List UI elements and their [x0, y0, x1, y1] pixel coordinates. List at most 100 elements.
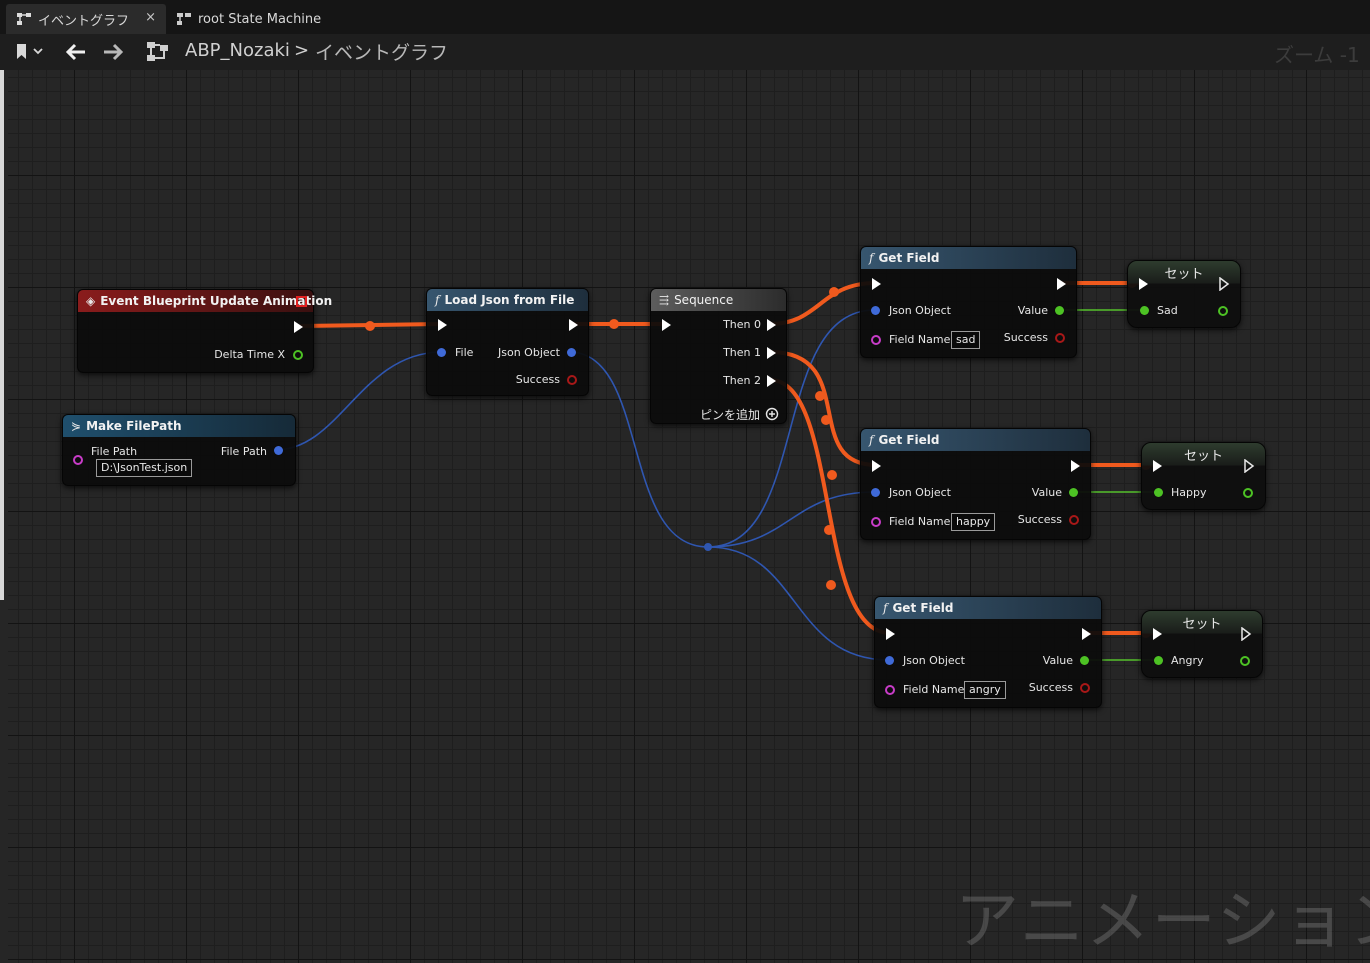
file-label: File: [455, 346, 474, 359]
exec-in-pin[interactable]: [886, 628, 895, 640]
then0-label: Then 0: [723, 318, 761, 331]
happy-label: Happy: [1171, 486, 1207, 499]
add-pin-label[interactable]: ピンを追加: [699, 408, 760, 422]
node-header: f Get Field: [875, 597, 1101, 619]
value-label: Value: [1017, 304, 1048, 317]
value-out-pin[interactable]: [1080, 656, 1089, 665]
tab-label: イベントグラフ: [38, 13, 130, 29]
node-load-json-from-file[interactable]: f Load Json from File File Json Object S…: [426, 288, 589, 396]
sad-out-pin[interactable]: [1218, 306, 1228, 316]
node-make-filepath[interactable]: ⋟ Make FilePath File Path D:\JsonTest.js…: [62, 414, 296, 486]
success-out-pin[interactable]: [1080, 683, 1090, 693]
success-label: Success: [1003, 331, 1048, 344]
file-path-in-pin[interactable]: [73, 455, 83, 465]
sad-label: Sad: [1157, 304, 1178, 317]
exec-out-pin[interactable]: [1241, 627, 1252, 641]
bookmark-icon[interactable]: [14, 43, 44, 61]
exec-out-pin[interactable]: [1244, 459, 1255, 473]
then2-pin[interactable]: [767, 375, 776, 387]
node-header: セット: [1182, 616, 1222, 632]
then1-pin[interactable]: [767, 347, 776, 359]
value-out-pin[interactable]: [1069, 488, 1078, 497]
json-object-label: Json Object: [889, 304, 951, 317]
field-name-label: Field Name: [903, 683, 965, 696]
exec-out-pin[interactable]: [1057, 278, 1066, 290]
exec-out-pin[interactable]: [569, 319, 578, 331]
field-name-input[interactable]: sad: [951, 331, 981, 349]
exec-in-pin[interactable]: [438, 319, 447, 331]
angry-in-pin[interactable]: [1154, 656, 1163, 665]
node-get-field-sad[interactable]: f Get Field Json Object Value Field Name…: [860, 246, 1077, 358]
node-event-update-animation[interactable]: ◈ Event Blueprint Update Animation Delta…: [77, 289, 332, 373]
add-pin-icon[interactable]: [765, 407, 779, 421]
json-object-label: Json Object: [903, 654, 965, 667]
json-object-label: Json Object: [498, 346, 560, 359]
success-label: Success: [515, 373, 560, 386]
exec-out-pin[interactable]: [1082, 628, 1091, 640]
delta-time-pin[interactable]: [293, 350, 303, 360]
node-get-field-angry[interactable]: f Get Field Json Object Value Field Name…: [874, 596, 1102, 708]
node-sequence[interactable]: ⇶ Sequence Then 0 Then 1 Then 2 ピンを追加: [650, 288, 787, 424]
happy-out-pin[interactable]: [1243, 488, 1253, 498]
then2-label: Then 2: [723, 374, 761, 387]
file-in-pin[interactable]: [437, 348, 446, 357]
exec-in-pin[interactable]: [872, 460, 881, 472]
breadcrumb-root[interactable]: ABP_Nozaki: [185, 40, 290, 61]
field-name-pin[interactable]: [871, 335, 881, 345]
exec-in-pin[interactable]: [872, 278, 881, 290]
success-out-pin[interactable]: [1069, 515, 1079, 525]
exec-in-pin[interactable]: [1153, 628, 1162, 640]
close-icon[interactable]: ×: [145, 10, 156, 25]
tab-event-graph[interactable]: イベントグラフ ×: [6, 4, 166, 34]
node-header: f Get Field: [861, 429, 1090, 451]
then0-pin[interactable]: [767, 319, 776, 331]
success-out-pin[interactable]: [1055, 333, 1065, 343]
exec-in-pin[interactable]: [662, 319, 671, 331]
forward-arrow-icon[interactable]: [103, 43, 125, 61]
success-out-pin[interactable]: [567, 375, 577, 385]
node-title: Get Field: [878, 433, 940, 447]
file-path-input[interactable]: D:\JsonTest.json: [96, 459, 193, 477]
node-get-field-happy[interactable]: f Get Field Json Object Value Field Name…: [860, 428, 1091, 540]
field-name-pin[interactable]: [885, 685, 895, 695]
left-panel-edge: [0, 70, 4, 600]
node-set-angry[interactable]: セット Angry: [1141, 610, 1263, 678]
sad-in-pin[interactable]: [1140, 306, 1149, 315]
node-header: ⋟ Make FilePath: [63, 415, 295, 437]
file-path-out-label: File Path: [220, 445, 267, 458]
node-header: ⇶ Sequence: [651, 289, 786, 311]
field-name-input[interactable]: happy: [951, 513, 996, 531]
graph-toolbar: ABP_Nozaki > イベントグラフ ズーム -1: [0, 34, 1370, 70]
field-name-pin[interactable]: [871, 517, 881, 527]
tab-label: root State Machine: [198, 11, 322, 27]
node-set-happy[interactable]: セット Happy: [1141, 442, 1266, 510]
field-name-label: Field Name: [889, 515, 951, 528]
exec-in-pin[interactable]: [1153, 460, 1162, 472]
file-path-out-pin[interactable]: [274, 446, 283, 455]
exec-out-pin[interactable]: [1071, 460, 1080, 472]
tab-root-state-machine[interactable]: root State Machine: [166, 4, 446, 34]
value-out-pin[interactable]: [1055, 306, 1064, 315]
json-object-in-pin[interactable]: [871, 488, 880, 497]
graph-icon: [147, 42, 168, 61]
back-arrow-icon[interactable]: [64, 43, 86, 61]
exec-in-pin[interactable]: [1139, 278, 1148, 290]
event-diamond-icon: ◈: [86, 294, 96, 308]
json-object-in-pin[interactable]: [871, 306, 880, 315]
angry-out-pin[interactable]: [1240, 656, 1250, 666]
json-object-in-pin[interactable]: [885, 656, 894, 665]
exec-out-pin[interactable]: [1219, 277, 1230, 291]
tab-bar: イベントグラフ × root State Machine: [0, 0, 1370, 34]
exec-out-pin[interactable]: [294, 321, 303, 333]
node-set-sad[interactable]: セット Sad: [1127, 260, 1241, 328]
breadcrumb-current: イベントグラフ: [315, 42, 449, 64]
happy-in-pin[interactable]: [1154, 488, 1163, 497]
field-name-input[interactable]: angry: [964, 681, 1006, 699]
node-title: Get Field: [892, 601, 954, 615]
delegate-pin[interactable]: [296, 296, 307, 307]
function-icon: f: [435, 293, 440, 307]
graph-canvas[interactable]: [8, 70, 1370, 963]
graph-type-watermark: アニメーション: [955, 885, 1370, 959]
node-header: セット: [1183, 448, 1223, 464]
json-object-out-pin[interactable]: [567, 348, 576, 357]
